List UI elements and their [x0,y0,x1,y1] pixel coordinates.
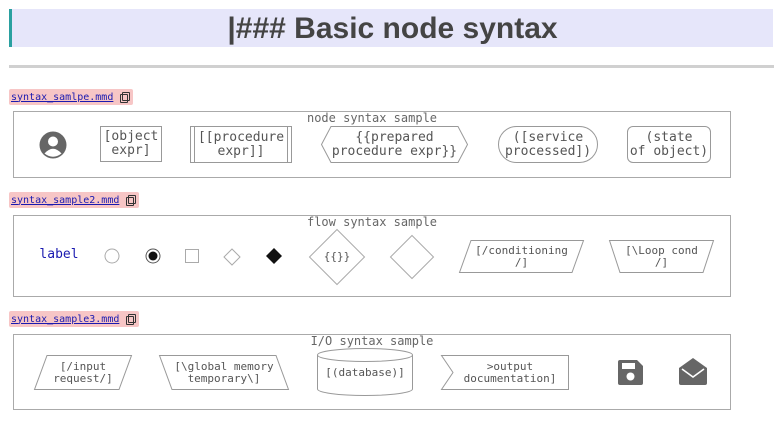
loop-node: [\Loop cond /] [625,243,698,269]
label-node: label [39,247,79,262]
filled-diamond-node [266,248,282,264]
input-node: [/input request/] [53,359,113,385]
flow-syntax-panel: flow syntax sample label {{}} [/conditio… [13,215,731,297]
end-circle-node [145,248,161,264]
user-circle-icon [39,131,67,159]
output-node: >output documentation] [463,359,557,385]
file-tag-3: syntax_sample3.mmd [9,311,140,327]
file-link-2[interactable]: syntax_sample2.mmd [11,194,120,206]
prepared-node: {{prepared procedure expr}} [331,129,458,159]
input-shape [33,355,133,390]
copy-icon[interactable] [126,195,137,206]
braces-diamond-shape [308,228,366,286]
page-title: |### Basic node syntax [227,12,558,45]
copy-icon[interactable] [126,314,137,325]
loop-shape [608,240,715,273]
conditioning-node: [/conditioning /] [475,243,568,269]
panel-caption: I/O syntax sample [310,334,434,348]
service-node: ([service processed]) [498,126,598,163]
panel-caption: node syntax sample [306,111,438,125]
procedure-label: [[procedure expr]] [197,129,285,159]
global-memory-node: [\global memory temporary\] [174,359,274,385]
start-circle-node [104,248,120,264]
database-node: [(database)] [325,366,405,379]
procedure-node: [[procedure expr]] [190,126,292,163]
file-tag-2: syntax_sample2.mmd [9,192,140,208]
file-link-1[interactable]: syntax_samlpe.mmd [11,91,114,103]
io-syntax-panel: I/O syntax sample [/input request/] [\gl… [13,334,731,410]
floppy-disk-icon [618,360,643,385]
braces-diamond-node: {{}} [323,250,351,263]
square-node [185,249,199,263]
panel-caption: flow syntax sample [306,215,438,229]
copy-icon[interactable] [120,92,131,103]
object-node: [object expr] [100,126,162,162]
node-syntax-panel: node syntax sample [object expr] [[proce… [13,111,731,178]
page-title-bar: |### Basic node syntax [9,9,773,47]
small-diamond-node [223,248,241,266]
state-node: (state of object) [627,126,711,163]
output-shape [440,355,569,390]
envelope-open-icon [679,358,707,385]
database-shape [317,348,413,396]
prepared-node-shape [320,126,469,163]
divider [9,65,774,68]
global-memory-shape [158,355,290,390]
file-link-3[interactable]: syntax_sample3.mmd [11,313,120,325]
file-tag-1: syntax_samlpe.mmd [9,89,134,105]
empty-diamond-node [389,234,435,280]
conditioning-shape [458,240,585,273]
